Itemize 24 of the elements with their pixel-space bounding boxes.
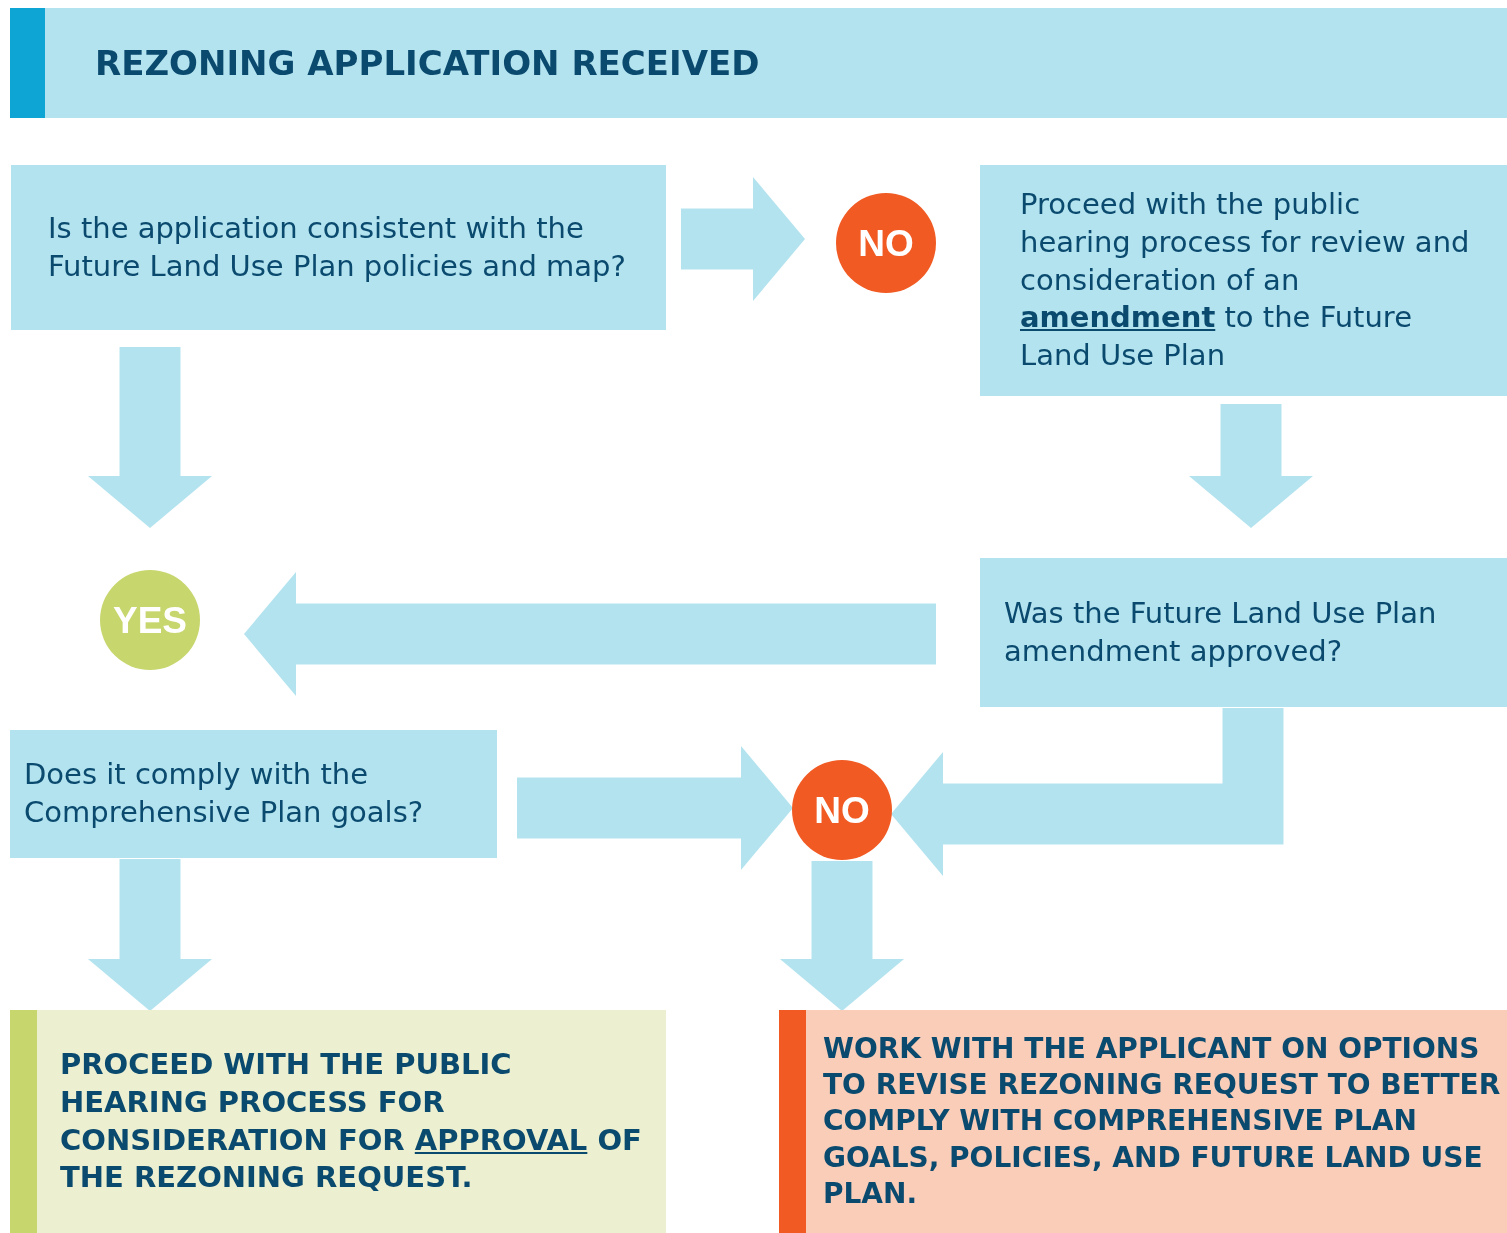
node-text: Is the application consistent with the Future Land Use Plan policies and map? bbox=[48, 209, 626, 285]
node-text: Proceed with the public hearing process for review and consideration of an amendment to the Future Land Use Plan bbox=[1020, 186, 1471, 375]
node-text: REZONING APPLICATION RECEIVED bbox=[95, 41, 760, 85]
decision-label: NO bbox=[858, 224, 914, 262]
question-box bbox=[10, 730, 497, 858]
question-box bbox=[980, 558, 1507, 707]
block-arrow bbox=[88, 859, 212, 1011]
block-arrow bbox=[88, 347, 212, 528]
outcome-box bbox=[779, 1010, 1507, 1233]
node-text: Was the Future Land Use Plan amendment approved? bbox=[1004, 594, 1438, 670]
node-text: WORK WITH THE APPLICANT ON OPTIONS TO REVISE REZONING REQUEST TO BETTER COMPLY WITH COMPREHENSIVE PLAN GOALS, POLICIES, AND FUTURE LAND USE PLAN. bbox=[823, 1030, 1502, 1213]
question-box bbox=[11, 165, 666, 330]
outcome-box bbox=[10, 1010, 666, 1233]
block-arrow bbox=[517, 746, 793, 870]
process-box bbox=[980, 165, 1507, 396]
node-text: Does it comply with the Comprehensive Plan goals? bbox=[24, 756, 425, 831]
decision-label: NO bbox=[814, 791, 870, 829]
decision-label: YES bbox=[112, 601, 187, 639]
title-band bbox=[10, 8, 1507, 118]
block-arrow bbox=[891, 708, 1284, 876]
block-arrow bbox=[1189, 404, 1313, 528]
block-arrow bbox=[244, 572, 936, 696]
node-text: PROCEED WITH THE PUBLIC HEARING PROCESS FOR CONSIDERATION FOR APPROVAL OF THE REZONING REQUEST. bbox=[60, 1046, 643, 1197]
block-arrow bbox=[681, 177, 805, 301]
